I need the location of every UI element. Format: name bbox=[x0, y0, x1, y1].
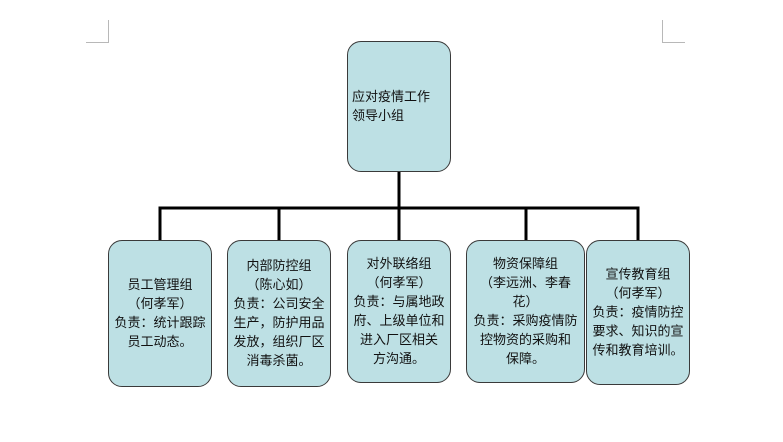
group-duty-line: 府、上级单位和 bbox=[353, 313, 445, 329]
group-lead-line: 花） bbox=[512, 294, 539, 310]
group-duty-line: 负责：采购疫情防 bbox=[473, 313, 578, 329]
group-duty-line: 发放，组织厂区 bbox=[233, 334, 325, 350]
group-lead: （陈心如） bbox=[246, 277, 312, 293]
group-lead: （何孝军） bbox=[127, 296, 193, 312]
group-node-internal-prevention: 内部防控组 （陈心如） 负责：公司安全 生产，防护用品 发放，组织厂区 消毒杀菌… bbox=[227, 240, 331, 387]
group-duty-line: 负责：与属地政 bbox=[353, 294, 445, 310]
group-duty-line: 控物资的采购和 bbox=[479, 332, 571, 348]
group-title: 物资保障组 bbox=[492, 256, 558, 272]
group-duty-line: 消毒杀菌。 bbox=[246, 353, 312, 369]
page-corner-mark-top-right bbox=[662, 20, 685, 43]
root-node-line-2: 领导小组 bbox=[352, 108, 405, 124]
group-duty-line: 负责：疫情防控 bbox=[592, 305, 684, 320]
root-node-line-1: 应对疫情工作 bbox=[352, 89, 431, 105]
group-title: 内部防控组 bbox=[246, 258, 312, 274]
group-lead: （何孝军） bbox=[366, 275, 432, 291]
group-title: 员工管理组 bbox=[127, 277, 193, 293]
group-duty-line: 负责：公司安全 bbox=[233, 296, 325, 312]
group-duty-line: 要求、知识的宣 bbox=[592, 324, 684, 339]
group-duty-line: 进入厂区相关 bbox=[359, 332, 438, 348]
group-duty-line: 员工动态。 bbox=[127, 334, 193, 350]
page-corner-mark-top-left bbox=[86, 20, 109, 43]
group-node-publicity-education: 宣传教育组 （何孝军） 负责：疫情防控 要求、知识的宣 传和教育培训。 bbox=[586, 240, 690, 385]
group-title: 宣传教育组 bbox=[605, 267, 671, 282]
group-duty-line: 传和教育培训。 bbox=[592, 343, 684, 358]
root-node-leadership-group: 应对疫情工作 领导小组 bbox=[347, 41, 451, 172]
group-duty-line: 保障。 bbox=[505, 351, 545, 367]
group-node-external-liaison: 对外联络组 （何孝军） 负责：与属地政 府、上级单位和 进入厂区相关 方沟通。 bbox=[347, 240, 451, 383]
group-duty-line: 负责：统计跟踪 bbox=[114, 315, 206, 331]
group-duty-line: 生产，防护用品 bbox=[233, 315, 325, 331]
group-node-employee-management: 员工管理组 （何孝军） 负责：统计跟踪 员工动态。 bbox=[108, 240, 212, 387]
group-lead-line: （李远洲、李春 bbox=[479, 275, 571, 291]
group-lead: （何孝军） bbox=[605, 286, 671, 301]
group-duty-line: 方沟通。 bbox=[372, 351, 425, 367]
group-node-materials-supply: 物资保障组 （李远洲、李春 花） 负责：采购疫情防 控物资的采购和 保障。 bbox=[466, 240, 585, 383]
group-title: 对外联络组 bbox=[366, 256, 432, 272]
